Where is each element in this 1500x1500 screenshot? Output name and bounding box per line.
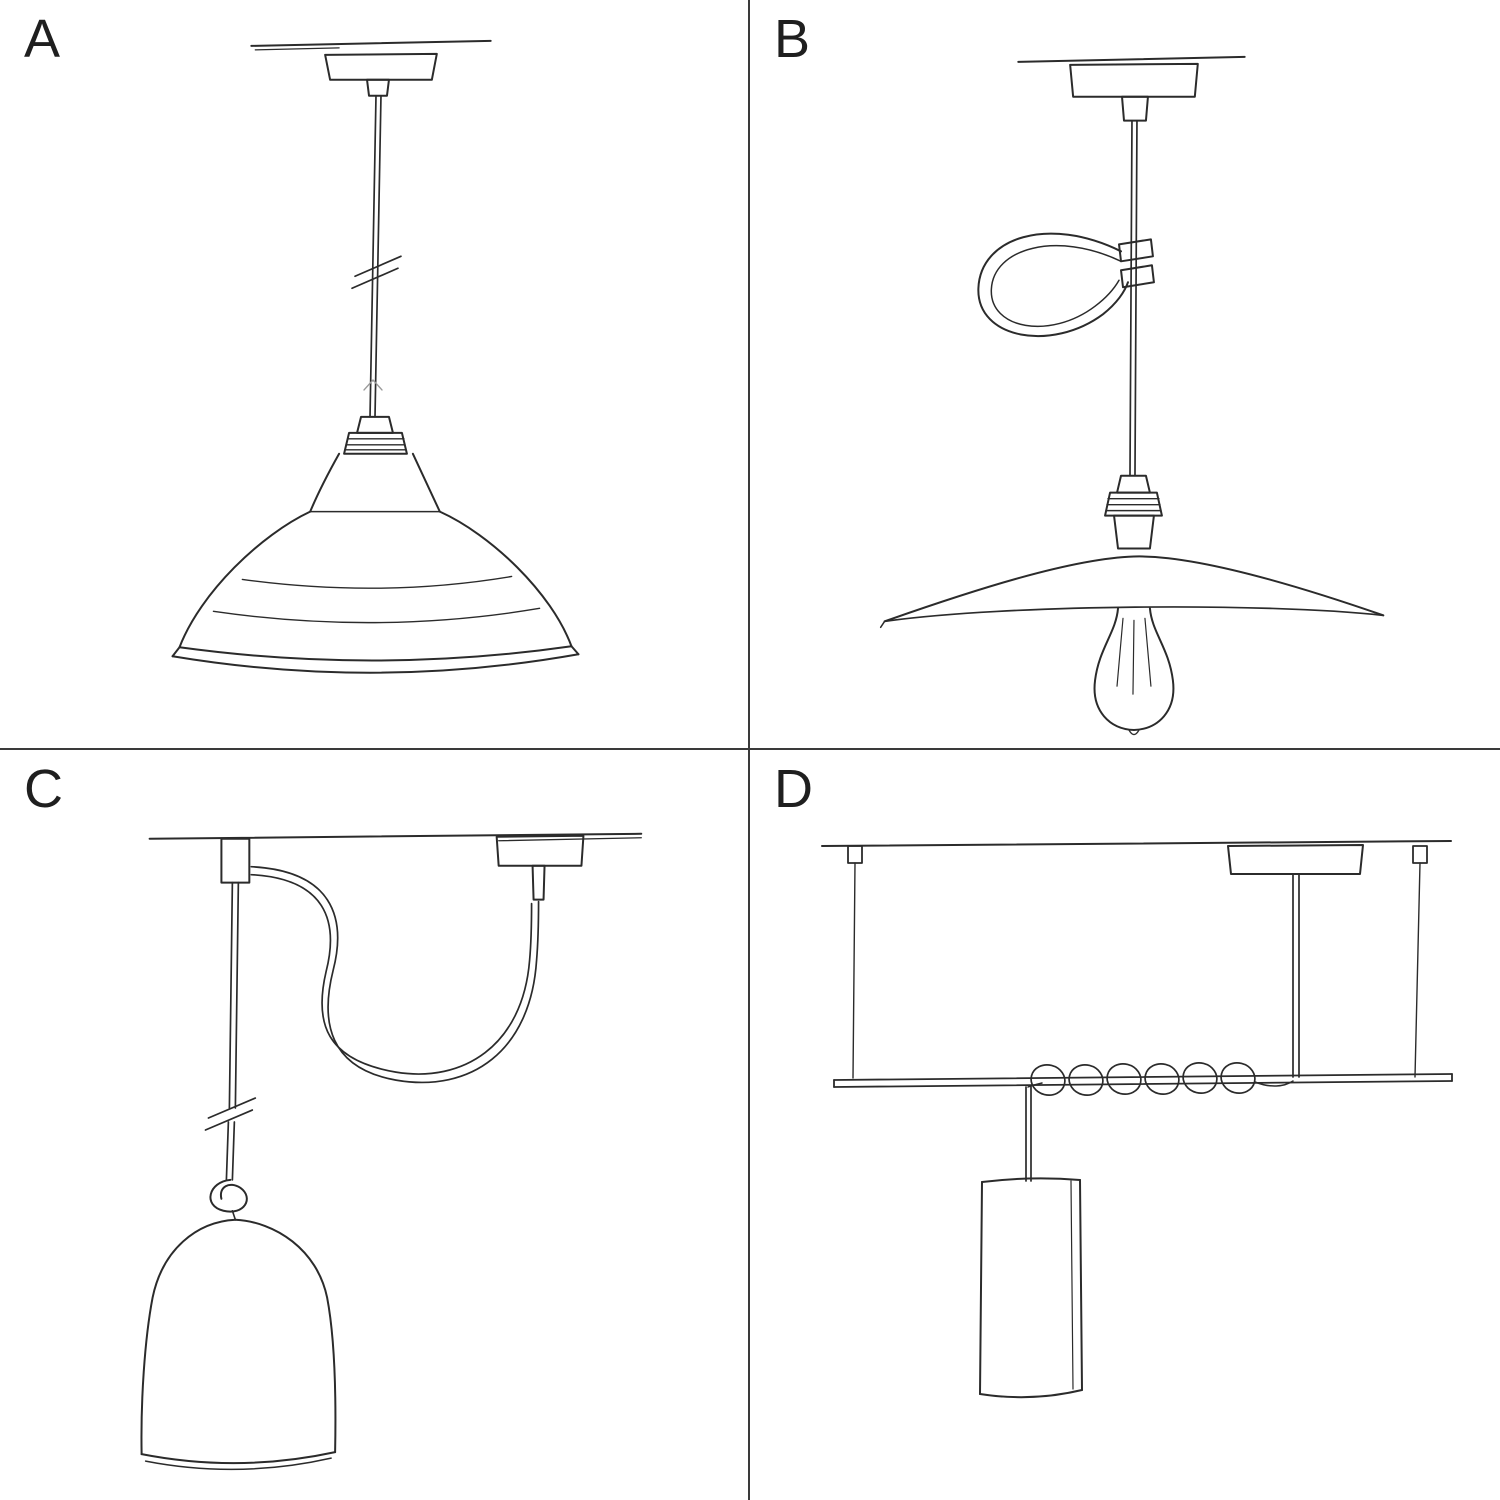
lamp-holder [1104, 474, 1163, 550]
ceiling-hook-mount [220, 837, 251, 884]
quadrant-a: A [0, 0, 750, 750]
quadrant-b: B [750, 0, 1500, 750]
suspension-wires [847, 845, 1428, 1079]
pendant-cable [1129, 119, 1138, 477]
cable-clip-with-loop [977, 232, 1155, 337]
quadrant-d: D [750, 750, 1500, 1500]
quadrant-c: C [0, 750, 750, 1500]
ceiling-rose [324, 52, 438, 97]
coiled-cable [1027, 1062, 1294, 1096]
bell-shade [140, 1218, 337, 1471]
quadrant-a-label: A [24, 9, 61, 69]
pendant-cable [351, 94, 402, 418]
ceiling-rose [495, 834, 585, 901]
swag-pendant-with-knotted-cable-and-bell-shade-sketch [140, 832, 643, 1471]
ceiling-line [821, 840, 1452, 847]
quadrant-c-label: C [24, 759, 63, 819]
bowl-shade [171, 452, 580, 674]
ceiling-line [1017, 55, 1246, 63]
swag-cable [250, 865, 540, 1084]
drop-cable [1025, 1086, 1032, 1182]
suspended-bar-with-coiled-cable-and-cylinder-shade-sketch [821, 840, 1453, 1399]
pendant-with-cable-clip-flat-shade-and-bulb-sketch [879, 55, 1385, 736]
ceiling-line [250, 39, 492, 51]
ceiling-rose [1227, 844, 1364, 875]
quadrant-b-label: B [774, 9, 811, 69]
light-bulb [1093, 607, 1175, 736]
cable-knot [209, 1178, 248, 1221]
flat-plate-shade [879, 555, 1385, 629]
center-cable [1292, 873, 1300, 1078]
horizontal-bar [833, 1073, 1453, 1088]
quadrant-d-label: D [774, 759, 813, 819]
ceiling-rose [1069, 62, 1199, 122]
pendant-cable-with-bowl-shade-sketch [171, 39, 580, 674]
cylinder-shade [979, 1177, 1083, 1399]
lamp-holder [343, 415, 408, 455]
drop-cable [204, 881, 257, 1181]
